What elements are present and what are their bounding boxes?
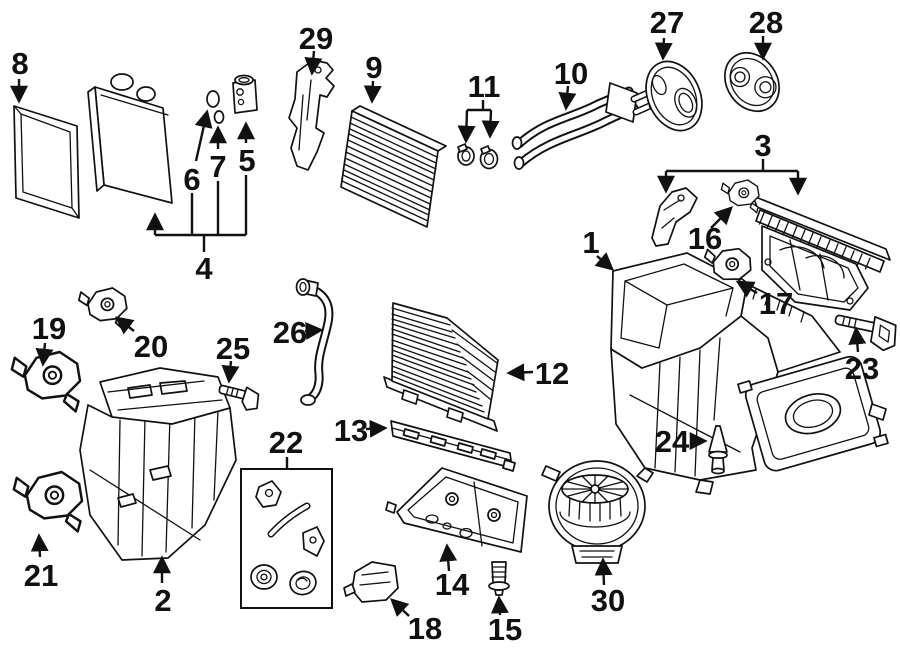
leader-11-right (481, 109, 500, 139)
leader-26 (304, 321, 324, 340)
part-18-actuator-drawing (343, 561, 399, 603)
leader-10 (558, 85, 577, 111)
leader-12 (506, 363, 534, 382)
part-5-expansion-valve-drawing (232, 74, 258, 114)
leader-6 (194, 109, 213, 162)
part-14-tray-drawing (385, 467, 528, 553)
callout-leaders (10, 36, 867, 618)
leader-9 (363, 80, 382, 104)
callout-label-26: 26 (273, 315, 307, 350)
callout-label-12: 12 (535, 356, 569, 391)
leader-29 (304, 50, 323, 76)
bracket-3 (666, 159, 798, 173)
callout-label-17: 17 (759, 286, 793, 321)
callout-label-15: 15 (488, 612, 522, 647)
part-1-hvac-housing-drawing (610, 252, 889, 495)
part-29-bracket-drawing (288, 59, 335, 171)
callout-label-16: 16 (688, 221, 722, 256)
leader-18 (390, 598, 410, 618)
callout-label-21: 21 (24, 558, 58, 593)
part-3-bracket-drawing (651, 187, 698, 247)
leader-21 (30, 533, 49, 558)
part-3-cover-drawing (752, 195, 891, 311)
callout-labels: 1 2 3 4 5 6 7 8 9 10 11 12 13 14 15 16 1… (11, 5, 879, 647)
part-9-heater-core-drawing (340, 105, 447, 228)
part-16-actuator-drawing (720, 179, 760, 214)
callout-label-25: 25 (216, 331, 250, 366)
leader-23 (848, 326, 867, 353)
part-25-screw-drawing (218, 384, 260, 411)
part-26-hose-drawing (295, 278, 334, 406)
callout-label-4: 4 (195, 251, 213, 286)
part-28-grommet-drawing (724, 51, 780, 113)
leader-27 (654, 37, 673, 61)
part-22-kit-box-drawing (240, 468, 333, 609)
callout-label-3: 3 (754, 128, 771, 163)
callout-label-23: 23 (845, 351, 879, 386)
leader-17 (735, 280, 758, 298)
callout-label-1: 1 (582, 225, 599, 260)
callout-label-5: 5 (238, 143, 255, 178)
part-15-stud-drawing (488, 561, 510, 596)
callout-label-30: 30 (591, 583, 625, 618)
part-11-clamps-drawing (457, 143, 499, 170)
callout-label-22: 22 (269, 425, 303, 460)
leader-16 (710, 206, 733, 229)
part-17-actuator-drawing (703, 247, 752, 292)
callout-label-13: 13 (334, 413, 368, 448)
callout-label-14: 14 (435, 567, 470, 602)
part-19-actuator-drawing (10, 350, 82, 413)
callout-label-28: 28 (749, 5, 783, 40)
part-6-oring-drawing (206, 90, 220, 108)
callout-label-8: 8 (11, 46, 28, 81)
part-13-rail-drawing (390, 420, 516, 472)
callout-label-9: 9 (365, 50, 382, 85)
part-23-screw-drawing (834, 314, 897, 352)
leader-11-left (457, 109, 476, 144)
callout-label-11: 11 (468, 69, 501, 104)
part-2-housing-drawing (79, 367, 237, 561)
callout-label-18: 18 (408, 611, 442, 646)
callout-label-6: 6 (183, 162, 200, 197)
leader-25 (221, 360, 240, 384)
part-7-oring-drawing (213, 110, 225, 124)
leader-14 (439, 543, 458, 572)
part-12-cabin-filter-drawing (383, 302, 499, 432)
callout-label-20: 20 (134, 329, 168, 364)
callout-label-2: 2 (154, 583, 171, 618)
callout-label-19: 19 (32, 311, 66, 346)
callout-label-27: 27 (650, 5, 684, 40)
leader-15 (490, 595, 509, 616)
leader-13 (365, 419, 388, 438)
callout-label-7: 7 (209, 149, 226, 184)
leader-30 (594, 557, 613, 586)
callout-label-24: 24 (655, 424, 690, 459)
part-20-actuator-drawing (77, 287, 128, 331)
leader-1 (594, 252, 615, 271)
part-8-seal-frame-drawing (13, 105, 80, 219)
part-24-drain-valve-drawing (708, 425, 728, 475)
part-10-hose-assembly-drawing (511, 82, 658, 170)
part-27-grommet-drawing (645, 60, 703, 132)
part-30-blower-motor-drawing (541, 460, 646, 564)
callout-label-10: 10 (554, 56, 588, 91)
part-21-actuator-drawing (12, 470, 84, 533)
leader-19 (35, 342, 54, 367)
bracket-4 (155, 175, 248, 252)
callout-label-29: 29 (299, 21, 333, 56)
leader-20 (114, 316, 135, 335)
bracket-11 (467, 100, 491, 112)
part-4-evaporator-drawing (87, 73, 173, 204)
